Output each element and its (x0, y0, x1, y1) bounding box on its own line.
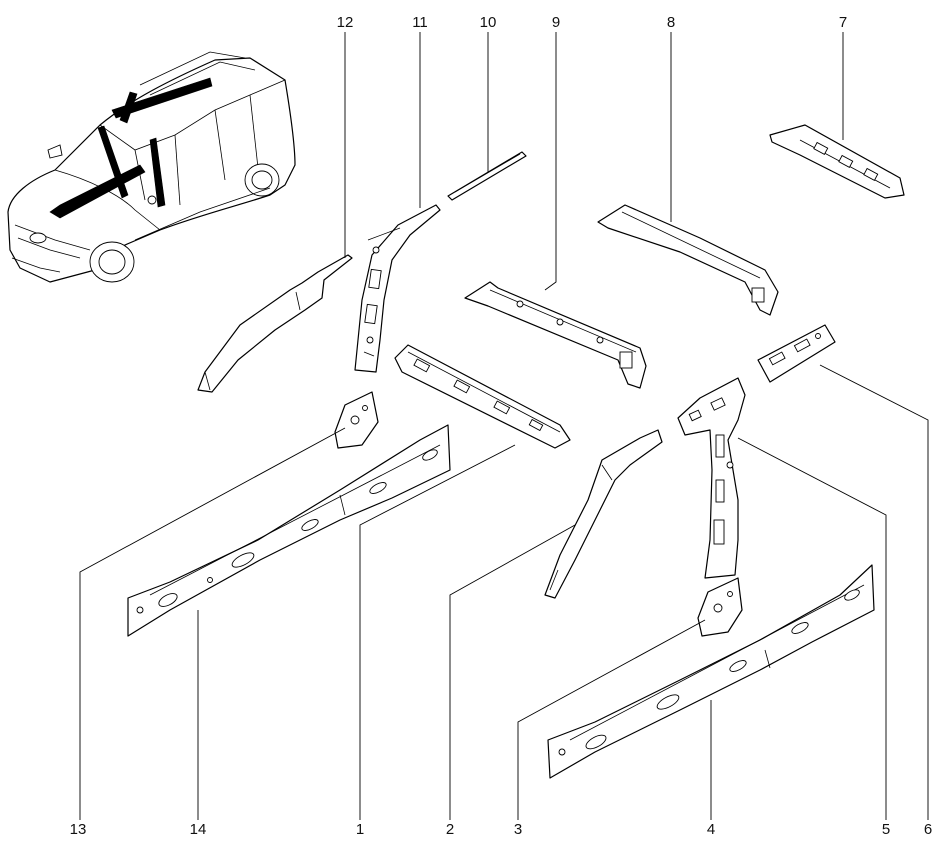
part-12-roof-side-rail-front (197, 254, 353, 393)
callout-2: 2 (446, 821, 454, 838)
callout-6: 6 (924, 821, 932, 838)
callout-labels: 12 11 10 9 8 7 13 14 1 2 3 4 5 6 (70, 14, 933, 838)
part-8-roof-bow (597, 204, 779, 316)
part-13-bracket-left (334, 391, 379, 449)
car-illustration (7, 51, 296, 283)
part-14-left-side-sill (127, 424, 451, 637)
callout-10: 10 (480, 14, 497, 31)
callout-3: 3 (514, 821, 522, 838)
callout-4: 4 (707, 821, 715, 838)
leader-lines (79, 32, 929, 820)
callout-14: 14 (190, 821, 207, 838)
part-9-roof-cross-member (464, 281, 647, 389)
part-2-center-pillar-outer (544, 429, 663, 599)
callout-11: 11 (412, 14, 428, 31)
callout-13: 13 (70, 821, 87, 838)
part-5-center-pillar-inner (677, 377, 746, 579)
callout-7: 7 (839, 14, 847, 31)
callout-9: 9 (552, 14, 560, 31)
part-1-windshield-header (394, 344, 571, 449)
callout-8: 8 (667, 14, 675, 31)
callout-5: 5 (882, 821, 890, 838)
part-11-front-pillar-inner (354, 204, 441, 373)
part-3-bracket-right (697, 577, 743, 637)
part-6-roof-side-bracket (757, 324, 836, 383)
callout-12: 12 (337, 14, 354, 31)
part-7-rear-roof-cross-member (769, 124, 905, 199)
part-10-roof-rail-strip (447, 151, 527, 201)
part-4-right-side-sill (547, 564, 875, 779)
callout-1: 1 (356, 821, 364, 838)
